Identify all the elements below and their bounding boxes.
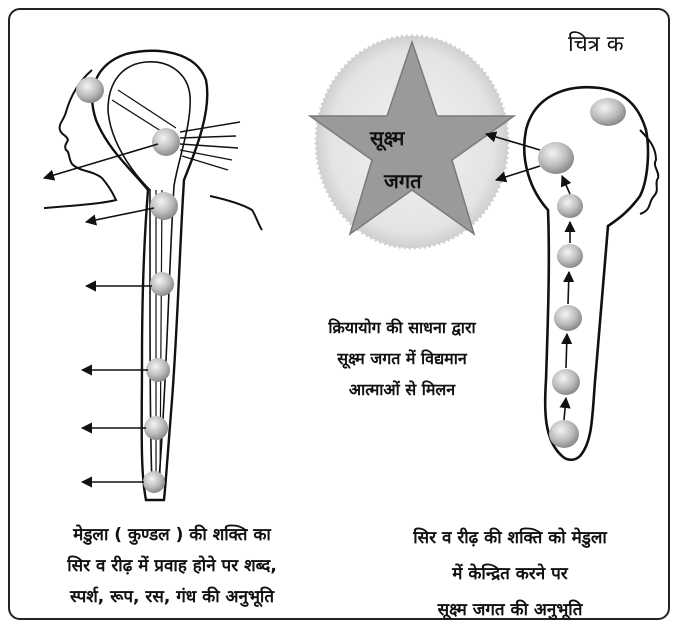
right-caption: सिर व रीढ़ की शक्ति को मेडुला में केन्द्… [360,520,660,628]
left-collar [210,196,262,230]
right-nodes [538,98,626,448]
right-arrow [562,176,570,194]
right-face-profile [640,130,658,214]
left-node [152,128,180,156]
right-caption-line1: सिर व रीढ़ की शक्ति को मेडुला [360,520,660,556]
right-caption-line2: में केन्द्रित करने पर [360,556,660,592]
left-caption-line1: मेडुला ( कुण्डल ) की शक्ति का [12,520,332,551]
right-node [590,98,626,126]
left-nerve-lines [180,122,240,170]
subtle-world [310,36,514,248]
left-arrow [86,208,154,222]
figure-label: चित्र क [568,28,624,58]
right-arrow [566,334,567,368]
star-text-line2: जगत [384,167,422,194]
left-caption: मेडुला ( कुण्डल ) की शक्ति का सिर व रीढ़… [12,520,332,613]
left-node [150,192,178,220]
right-node [557,244,583,268]
right-node [557,194,583,218]
right-head-spine-outer [524,87,648,460]
right-arrow [564,398,566,420]
right-node [552,369,580,395]
left-figure [44,51,262,500]
right-node [549,420,579,448]
right-caption-line3: सूक्ष्म जगत की अनुभूति [360,592,660,628]
left-node [76,77,104,103]
middle-caption-line2: सूक्ष्म जगत में विद्यमान [272,343,532,374]
right-node [554,305,582,331]
middle-caption-line1: क्रियायोग की साधना द्वारा [272,312,532,343]
star-text-line1: सूक्ष्म [370,124,404,151]
left-caption-line2: सिर व रीढ़ में प्रवाह होने पर शब्द, [12,551,332,582]
middle-caption: क्रियायोग की साधना द्वारा सूक्ष्म जगत मे… [272,312,532,405]
right-node [538,142,574,174]
left-nodes [76,77,180,493]
right-arrow [568,272,569,304]
left-node [146,358,170,382]
left-node [150,272,174,296]
left-node [143,471,165,493]
left-node [144,416,168,440]
left-neck-front [44,178,116,208]
left-caption-line3: स्पर्श, रूप, रस, गंध की अनुभूति [12,582,332,613]
middle-caption-line3: आत्माओं से मिलन [272,374,532,405]
left-arrow [44,144,158,178]
